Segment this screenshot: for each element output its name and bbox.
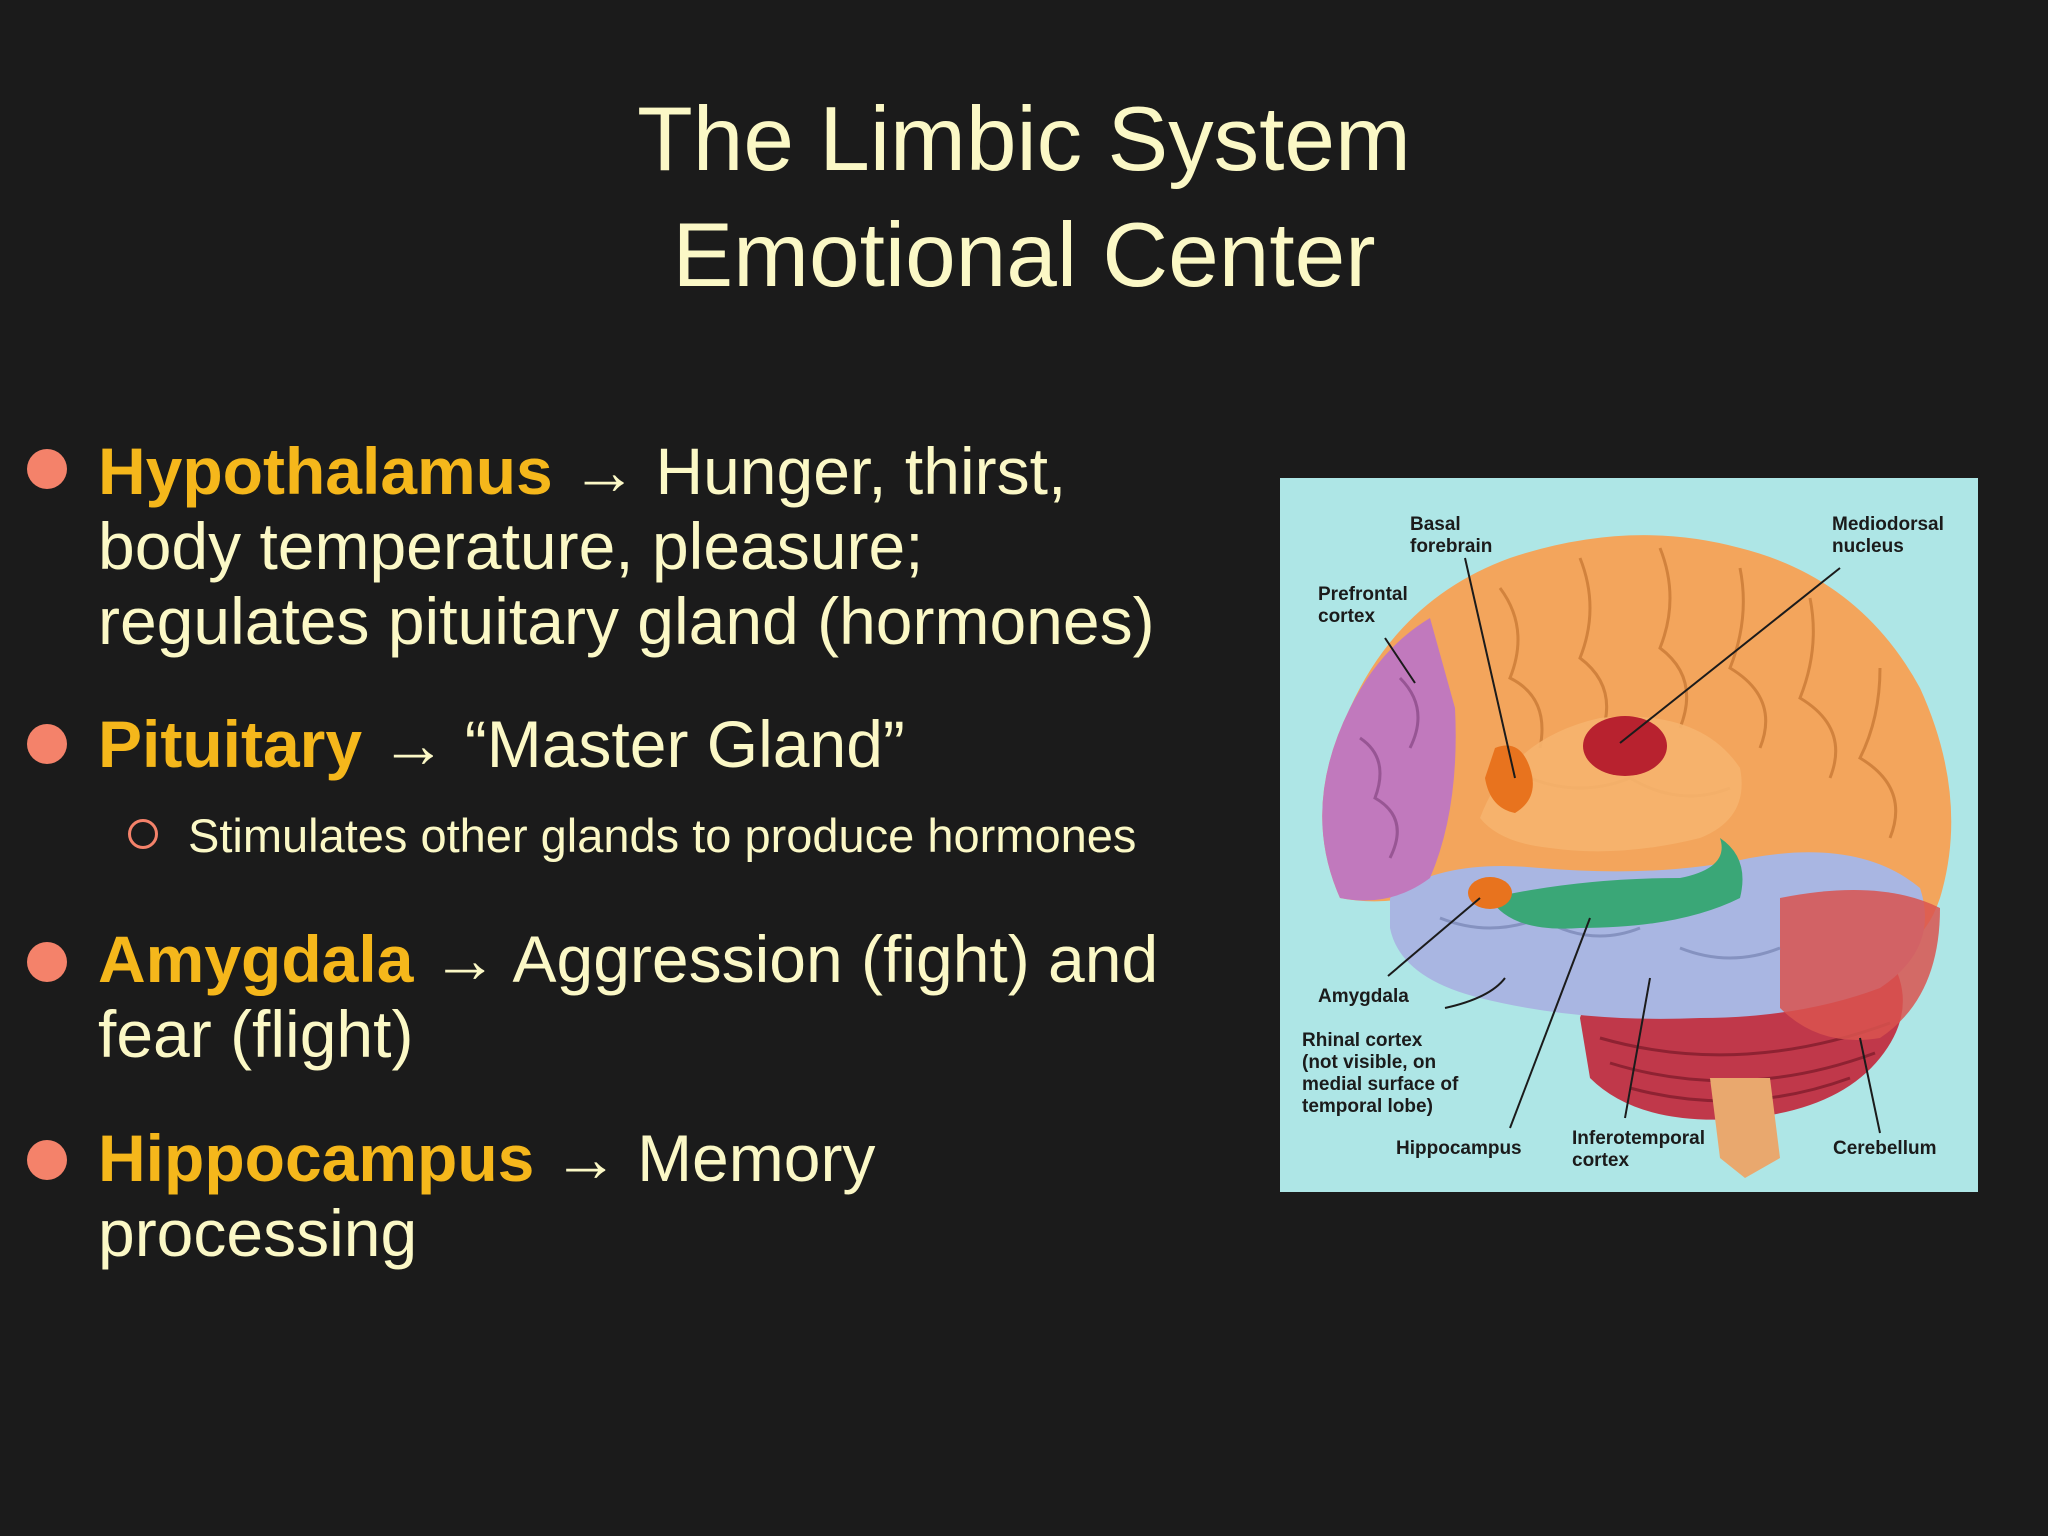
- prefrontal-region: [1322, 618, 1456, 901]
- bullet-text: Memory: [637, 1121, 876, 1195]
- sub-bullet-circle: [128, 819, 158, 849]
- bullet-dot: [27, 449, 67, 489]
- label-inferotemporal-cortex: Inferotemporal cortex: [1572, 1128, 1706, 1171]
- arrow: →: [552, 1121, 619, 1195]
- bullet-pituitary: Pituitary → “Master Gland”: [98, 707, 1238, 782]
- label-hippocampus: Hippocampus: [1396, 1138, 1522, 1159]
- arrow: →: [571, 434, 638, 508]
- bullet-term: Hippocampus: [98, 1121, 535, 1195]
- basal-forebrain-region: [1485, 745, 1533, 813]
- label-amygdala: Amygdala: [1318, 986, 1409, 1007]
- arrow: →: [431, 922, 498, 996]
- limbic-inner-region: [1480, 716, 1742, 852]
- label-cerebellum: Cerebellum: [1833, 1138, 1937, 1159]
- bullet-list: Hypothalamus → Hunger, thirst, body temp…: [27, 434, 1238, 1271]
- label-rhinal-cortex: Rhinal cortex (not visible, on medial su…: [1302, 1030, 1459, 1117]
- bullet-text: regulates pituitary gland (hormones): [98, 584, 1155, 658]
- bullet-text: “Master Gland”: [464, 707, 905, 781]
- amygdala-region: [1468, 877, 1512, 909]
- brain-illustration: [1322, 535, 1952, 1178]
- bullet-text: fear (flight): [98, 997, 414, 1071]
- bullet-text: Hunger, thirst,: [655, 434, 1067, 508]
- slide-title: The Limbic System Emotional Center: [0, 82, 2048, 314]
- arrow: →: [380, 707, 447, 781]
- bullet-term: Pituitary: [98, 707, 363, 781]
- occipital-red-region: [1780, 890, 1940, 1040]
- bullet-term: Hypothalamus: [98, 434, 553, 508]
- hippocampus-region: [1490, 838, 1743, 929]
- label-prefrontal-cortex: Prefrontal cortex: [1318, 584, 1408, 627]
- brainstem: [1710, 1078, 1780, 1178]
- bullet-text: Aggression (fight) and: [512, 922, 1159, 996]
- bullet-text: body temperature, pleasure;: [98, 509, 924, 583]
- bullet-amygdala: Amygdala → Aggression (fight) and fear (…: [98, 922, 1238, 1072]
- limbic-system-figure: Basal forebrain Mediodorsal nucleus Pref…: [1280, 478, 1978, 1192]
- sub-bullet-text: Stimulates other glands to produce hormo…: [188, 809, 1137, 862]
- bullet-term: Amygdala: [98, 922, 414, 996]
- bullet-dot: [27, 1140, 67, 1180]
- bullet-hypothalamus: Hypothalamus → Hunger, thirst, body temp…: [98, 434, 1238, 659]
- bullet-dot: [27, 942, 67, 982]
- label-basal-forebrain: Basal forebrain: [1410, 514, 1493, 557]
- bullet-hippocampus: Hippocampus → Memory processing: [98, 1121, 1238, 1271]
- bullet-dot: [27, 724, 67, 764]
- title-line-1: The Limbic System: [637, 89, 1411, 190]
- title-line-2: Emotional Center: [672, 205, 1376, 306]
- bullet-text: processing: [98, 1196, 418, 1270]
- label-mediodorsal-nucleus: Mediodorsal nucleus: [1832, 514, 1944, 557]
- mediodorsal-nucleus-region: [1583, 716, 1667, 776]
